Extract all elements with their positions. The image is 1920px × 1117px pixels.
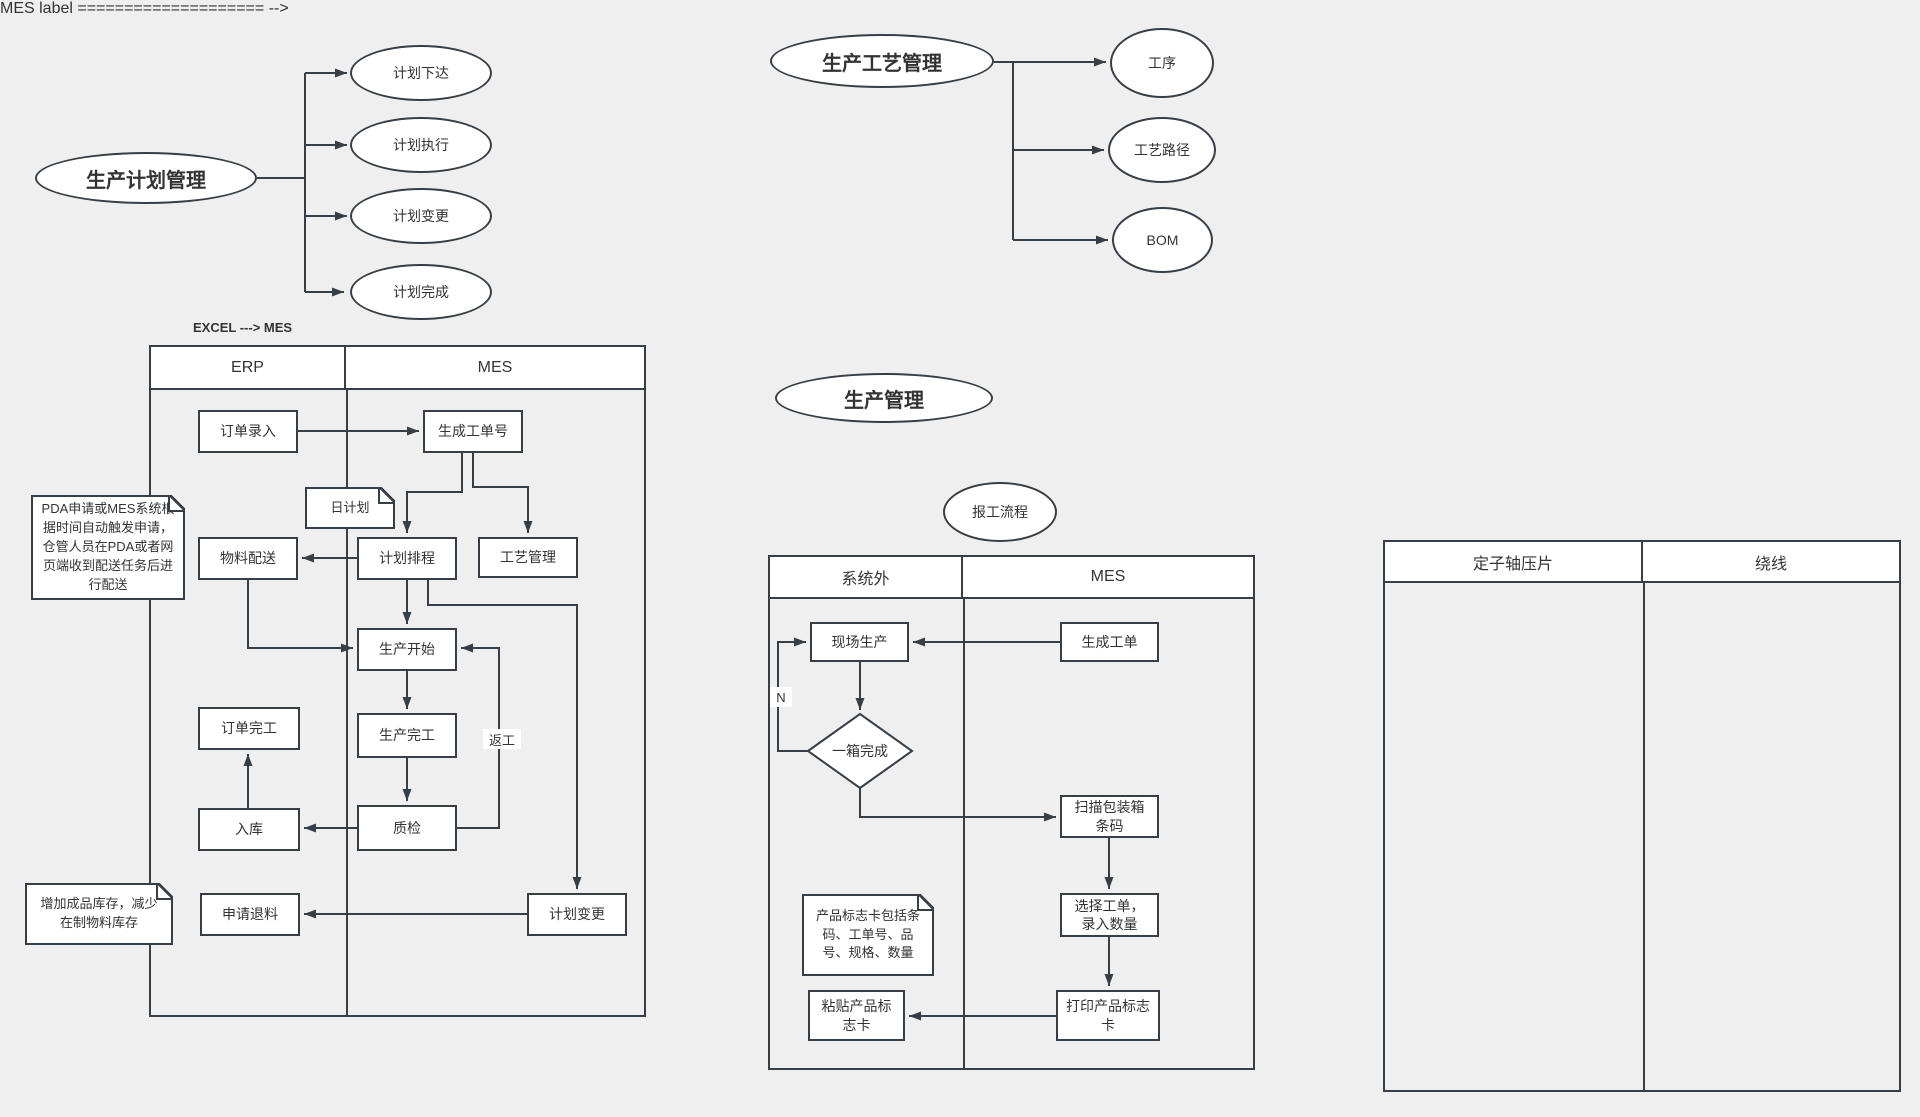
node-onsite-prod: 现场生产	[810, 622, 909, 662]
node-print-card: 打印产品标志 卡	[1056, 990, 1160, 1041]
ellipse-production-plan-root: 生产计划管理	[35, 152, 257, 204]
node-plan-schedule: 计划排程	[357, 537, 457, 580]
note-daily-plan: 日计划	[305, 487, 395, 529]
table-stator-winding: 定子轴压片 绕线	[1383, 540, 1901, 1092]
edge-label-rework: 返工	[483, 729, 521, 749]
swimlane-erp-header-row: ERP MES	[151, 347, 644, 390]
pool-header-erp: ERP	[151, 347, 346, 388]
ellipse-process-mgmt-root: 生产工艺管理	[770, 34, 994, 88]
node-craft-mgmt: 工艺管理	[478, 537, 578, 578]
header-winding: 绕线	[1643, 542, 1899, 581]
lane-divider	[346, 388, 348, 1015]
table-divider	[1643, 581, 1645, 1090]
connectors-plan-mindmap	[257, 68, 347, 297]
node-material-delivery: 物料配送	[198, 537, 298, 580]
note-inventory: 增加成品库存，减少 在制物料库存	[25, 883, 173, 945]
ellipse-plan-execute: 计划执行	[350, 117, 492, 173]
node-plan-change: 计划变更	[527, 893, 627, 936]
node-select-order: 选择工单， 录入数量	[1060, 893, 1159, 937]
ellipse-process-route: 工艺路径	[1108, 117, 1216, 183]
swimlane-report: 系统外 MES	[768, 555, 1255, 1070]
node-prod-start: 生产开始	[357, 628, 457, 671]
pool-header-mes2: MES	[963, 557, 1253, 597]
node-request-return: 申请退料	[200, 893, 300, 936]
node-gen-workorder-no: 生成工单号	[423, 410, 523, 453]
node-qc: 质检	[357, 805, 457, 851]
note-product-card: 产品标志卡包括条 码、工单号、品 号、规格、数量	[802, 894, 934, 976]
node-prod-complete: 生产完工	[357, 713, 457, 758]
node-gen-workorder: 生成工单	[1060, 622, 1159, 662]
lane-divider	[963, 597, 965, 1068]
edge-label-n: N	[770, 687, 792, 707]
node-paste-card: 粘贴产品标 志卡	[808, 990, 905, 1041]
header-stator-shaft: 定子轴压片	[1385, 542, 1643, 581]
note-pda: PDA申请或MES系统根 据时间自动触发申请， 仓管人员在PDA或者网 页端收到…	[31, 495, 185, 600]
node-box-complete-label: 一箱完成	[832, 743, 888, 759]
ellipse-plan-change: 计划变更	[350, 188, 492, 244]
ellipse-process-step: 工序	[1110, 28, 1214, 98]
node-order-complete: 订单完工	[198, 707, 300, 750]
node-scan-box: 扫描包装箱 条码	[1060, 795, 1159, 838]
connectors-process-mindmap	[994, 57, 1108, 245]
node-warehouse-in: 入库	[198, 808, 300, 851]
swimlane-report-header-row: 系统外 MES	[770, 557, 1253, 599]
ellipse-production-mgmt: 生产管理	[775, 373, 993, 423]
ellipse-plan-complete: 计划完成	[350, 264, 492, 320]
swimlane-erp-mes: ERP MES	[149, 345, 646, 1017]
ellipse-report-flow: 报工流程	[943, 482, 1057, 542]
pool-header-mes: MES	[346, 347, 644, 388]
ellipse-plan-issue: 计划下达	[350, 45, 492, 101]
label-excel-mes: EXCEL ---> MES	[193, 320, 293, 335]
pool-header-outside-system: 系统外	[770, 557, 963, 597]
node-order-entry: 订单录入	[198, 410, 298, 453]
ellipse-bom: BOM	[1112, 207, 1213, 273]
table-stator-header-row: 定子轴压片 绕线	[1385, 542, 1899, 583]
